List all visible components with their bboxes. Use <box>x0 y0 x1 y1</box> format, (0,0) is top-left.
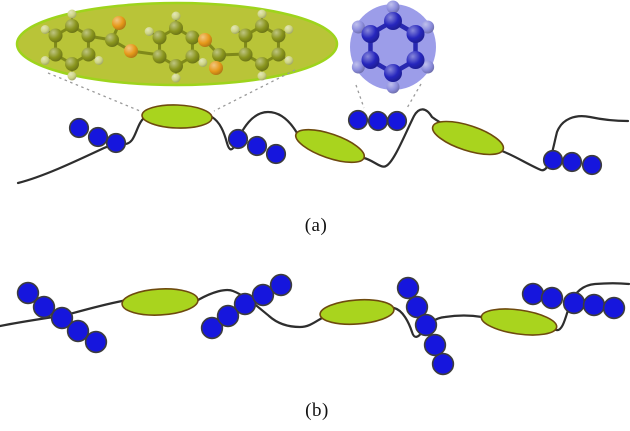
bead <box>216 304 240 328</box>
callout-dashed-line <box>355 84 365 109</box>
carbon-atom <box>169 21 183 35</box>
carbon-atom <box>152 30 167 45</box>
carbon-atom <box>255 19 269 33</box>
hydrogen-atom <box>40 25 50 34</box>
carbon-atom <box>185 49 200 64</box>
bead <box>540 286 564 310</box>
carbon-atom <box>255 57 269 71</box>
hydrogen-atom <box>67 9 77 19</box>
bead <box>396 276 420 300</box>
carbon-atom <box>81 28 96 43</box>
carbon-atom <box>238 47 253 62</box>
bead <box>227 128 249 150</box>
carbon-atom <box>384 12 402 30</box>
bead <box>581 154 603 176</box>
carbon-atom <box>185 30 200 45</box>
carbon-atom <box>48 28 63 43</box>
panel-label-b: (b) <box>305 400 329 421</box>
bead <box>405 295 429 319</box>
bead <box>233 292 257 316</box>
bead <box>32 295 56 319</box>
hydrogen-atom <box>421 60 435 74</box>
bead <box>431 352 455 376</box>
bead <box>50 306 74 330</box>
mesogen-ellipse <box>294 128 366 164</box>
inset-mesogen <box>15 1 339 87</box>
carbon-atom <box>48 47 63 62</box>
inset-benzene <box>350 0 436 94</box>
hydrogen-atom <box>386 80 400 94</box>
chain-a <box>16 104 630 185</box>
carbon-atom <box>361 25 380 43</box>
bead <box>246 135 268 157</box>
callout-dashed-line <box>406 83 422 109</box>
bead <box>602 296 626 320</box>
mesogen-ellipse <box>141 104 213 129</box>
carbon-atom <box>361 51 380 69</box>
bead <box>347 109 369 131</box>
carbon-atom <box>271 47 286 62</box>
hydrogen-atom <box>67 71 77 81</box>
bead <box>84 330 108 354</box>
bead <box>414 313 438 337</box>
carbon-atom <box>65 19 79 33</box>
hydrogen-atom <box>198 58 208 67</box>
hydrogen-atom <box>230 25 240 34</box>
hydrogen-atom <box>386 0 400 14</box>
bead <box>582 293 606 317</box>
carbon-atom <box>238 28 253 43</box>
bead <box>16 281 40 305</box>
bead <box>105 132 127 154</box>
carbon-atom <box>384 64 402 82</box>
bead <box>251 283 275 307</box>
oxygen-atom <box>124 44 138 58</box>
carbon-atom <box>406 51 425 69</box>
hydrogen-atom <box>284 25 294 34</box>
hydrogen-atom <box>144 27 154 36</box>
bead <box>521 282 545 306</box>
carbon-atom <box>81 47 96 62</box>
bead <box>200 316 224 340</box>
mesogen-ellipse <box>480 308 558 336</box>
hydrogen-atom <box>284 56 294 65</box>
mesogen-ellipse <box>121 288 199 316</box>
chain-b <box>0 273 630 376</box>
mesogen-ellipse <box>431 120 505 156</box>
panel-label-a: (a) <box>304 215 328 236</box>
hydrogen-atom <box>40 56 50 65</box>
carbon-atom <box>152 49 167 64</box>
carbon-atom <box>65 57 79 71</box>
carbon-atom <box>271 28 286 43</box>
bead <box>87 126 109 148</box>
bead <box>68 117 90 139</box>
oxygen-atom <box>112 16 126 30</box>
bead <box>423 333 447 357</box>
bead <box>269 273 293 297</box>
bead <box>367 110 389 132</box>
hydrogen-atom <box>351 60 365 74</box>
bead <box>561 151 583 173</box>
carbon-atom <box>406 25 425 43</box>
bead <box>66 319 90 343</box>
carbon-atom <box>169 59 183 73</box>
hydrogen-atom <box>421 20 435 34</box>
hydrogen-atom <box>94 56 104 65</box>
hydrogen-atom <box>171 73 181 83</box>
mesogen-ellipse <box>319 298 395 326</box>
oxygen-atom <box>209 61 223 75</box>
hydrogen-atom <box>351 20 365 34</box>
hydrogen-atom <box>257 9 267 19</box>
carbon-atom <box>105 33 119 47</box>
bead <box>386 110 408 132</box>
bead <box>562 291 586 315</box>
callout-dashed-line <box>47 72 141 112</box>
bead <box>265 143 287 165</box>
carbon-atom <box>212 48 226 62</box>
hydrogen-atom <box>171 11 181 21</box>
oxygen-atom <box>198 33 212 47</box>
hydrogen-atom <box>257 71 267 81</box>
bead <box>542 149 564 171</box>
